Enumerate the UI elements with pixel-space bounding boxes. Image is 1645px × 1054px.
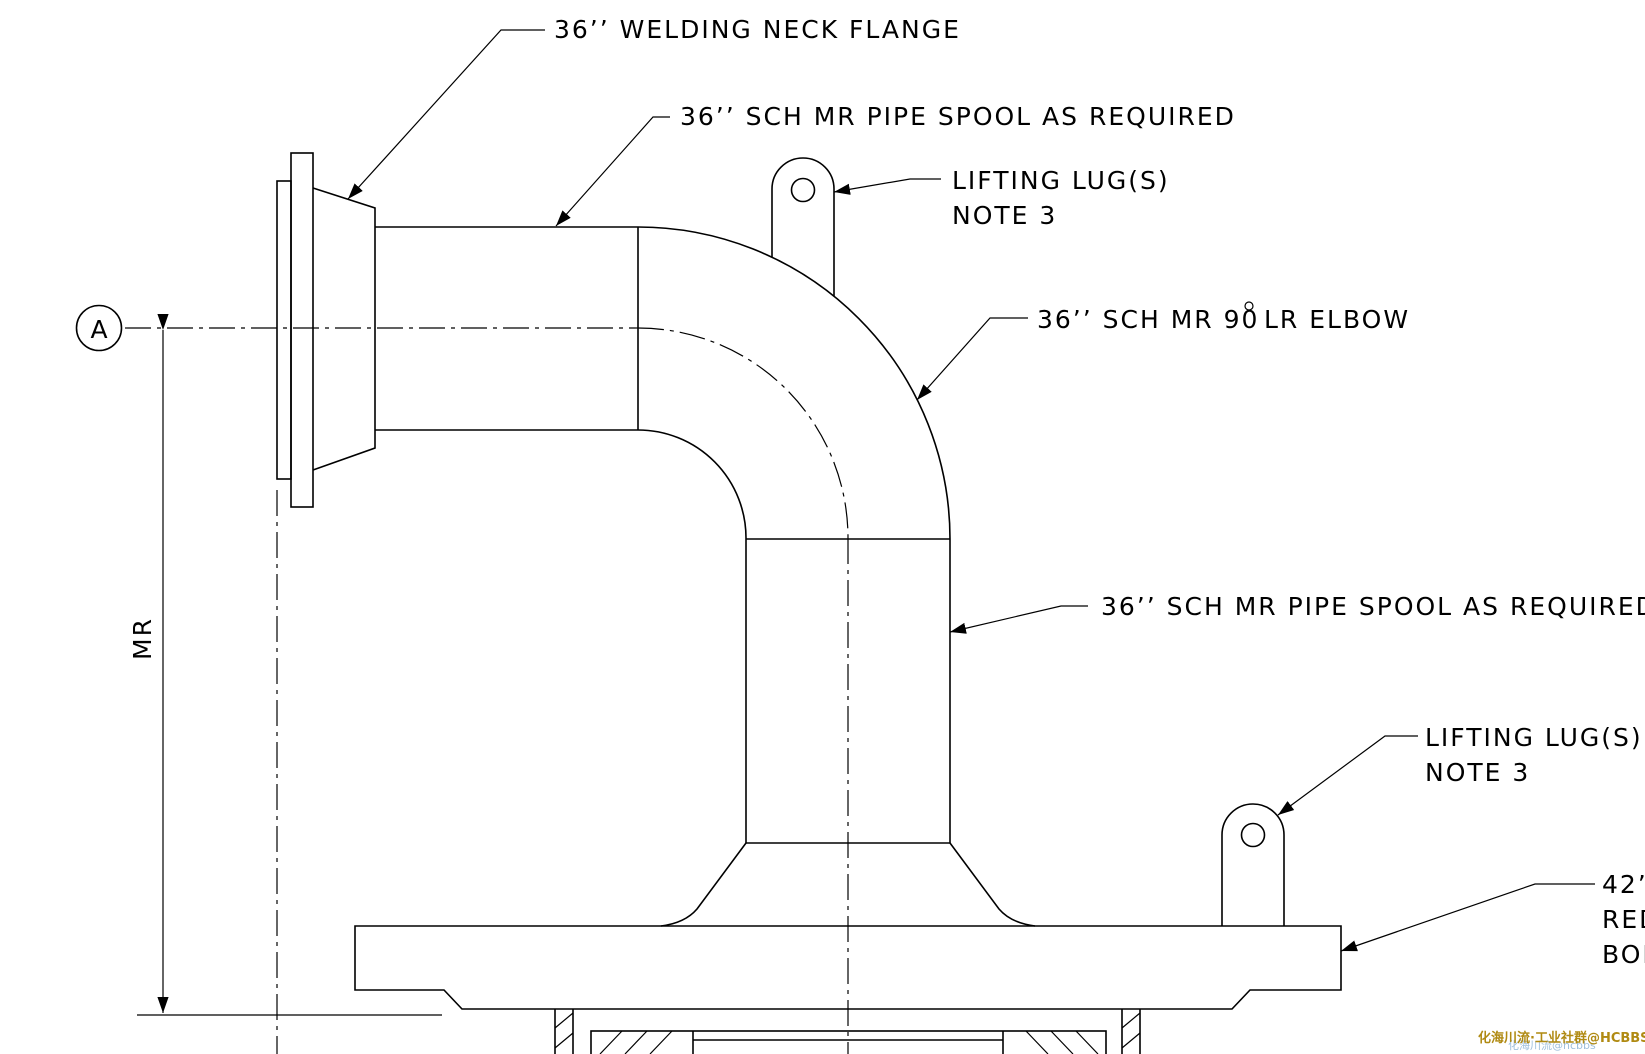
- point-a-marker: A: [75, 304, 123, 352]
- point-a-label: A: [90, 315, 107, 344]
- lug-top-label-2: NOTE 3: [952, 201, 1057, 230]
- lug-right-label-1: LIFTING LUG(S): [1425, 723, 1643, 752]
- dimension-mr: MR: [128, 314, 442, 1016]
- centerlines: [125, 327, 849, 1054]
- elbow-label-b: LR ELBOW: [1264, 305, 1410, 334]
- elbow-label-a: 36’’ SCH MR 90: [1037, 305, 1259, 334]
- degree-symbol: [1244, 301, 1254, 311]
- welding-neck-flange: [276, 152, 376, 508]
- reducer-label-3: BOL: [1602, 940, 1645, 969]
- lug-right-label-2: NOTE 3: [1425, 758, 1530, 787]
- lower-body: [554, 1009, 1141, 1054]
- leaders: [347, 29, 1595, 952]
- lug-top-label-1: LIFTING LUG(S): [952, 166, 1170, 195]
- flange-label: 36’’ WELDING NECK FLANGE: [554, 15, 961, 44]
- lr-elbow: [637, 226, 951, 540]
- reducer-label-2: RED: [1602, 905, 1645, 934]
- watermark-sub: 化海川流@hcbbs: [1508, 1038, 1596, 1052]
- watermark-main: 化海川流·工业社群@HCBBS: [1478, 1030, 1645, 1046]
- callout-labels: 36’’ WELDING NECK FLANGE 36’’ SCH MR PIP…: [554, 15, 1645, 969]
- lifting-lug-top: [771, 157, 835, 296]
- dim-mr-label: MR: [128, 617, 157, 660]
- spool-vert-label: 36’’ SCH MR PIPE SPOOL AS REQUIRED: [1101, 592, 1645, 621]
- reducer-label-1: 42’: [1602, 870, 1645, 899]
- watermark: 化海川流@hcbbs 化海川流·工业社群@HCBBS: [1478, 1030, 1645, 1052]
- lifting-lug-right: [1221, 803, 1285, 926]
- spool-top-label: 36’’ SCH MR PIPE SPOOL AS REQUIRED: [680, 102, 1236, 131]
